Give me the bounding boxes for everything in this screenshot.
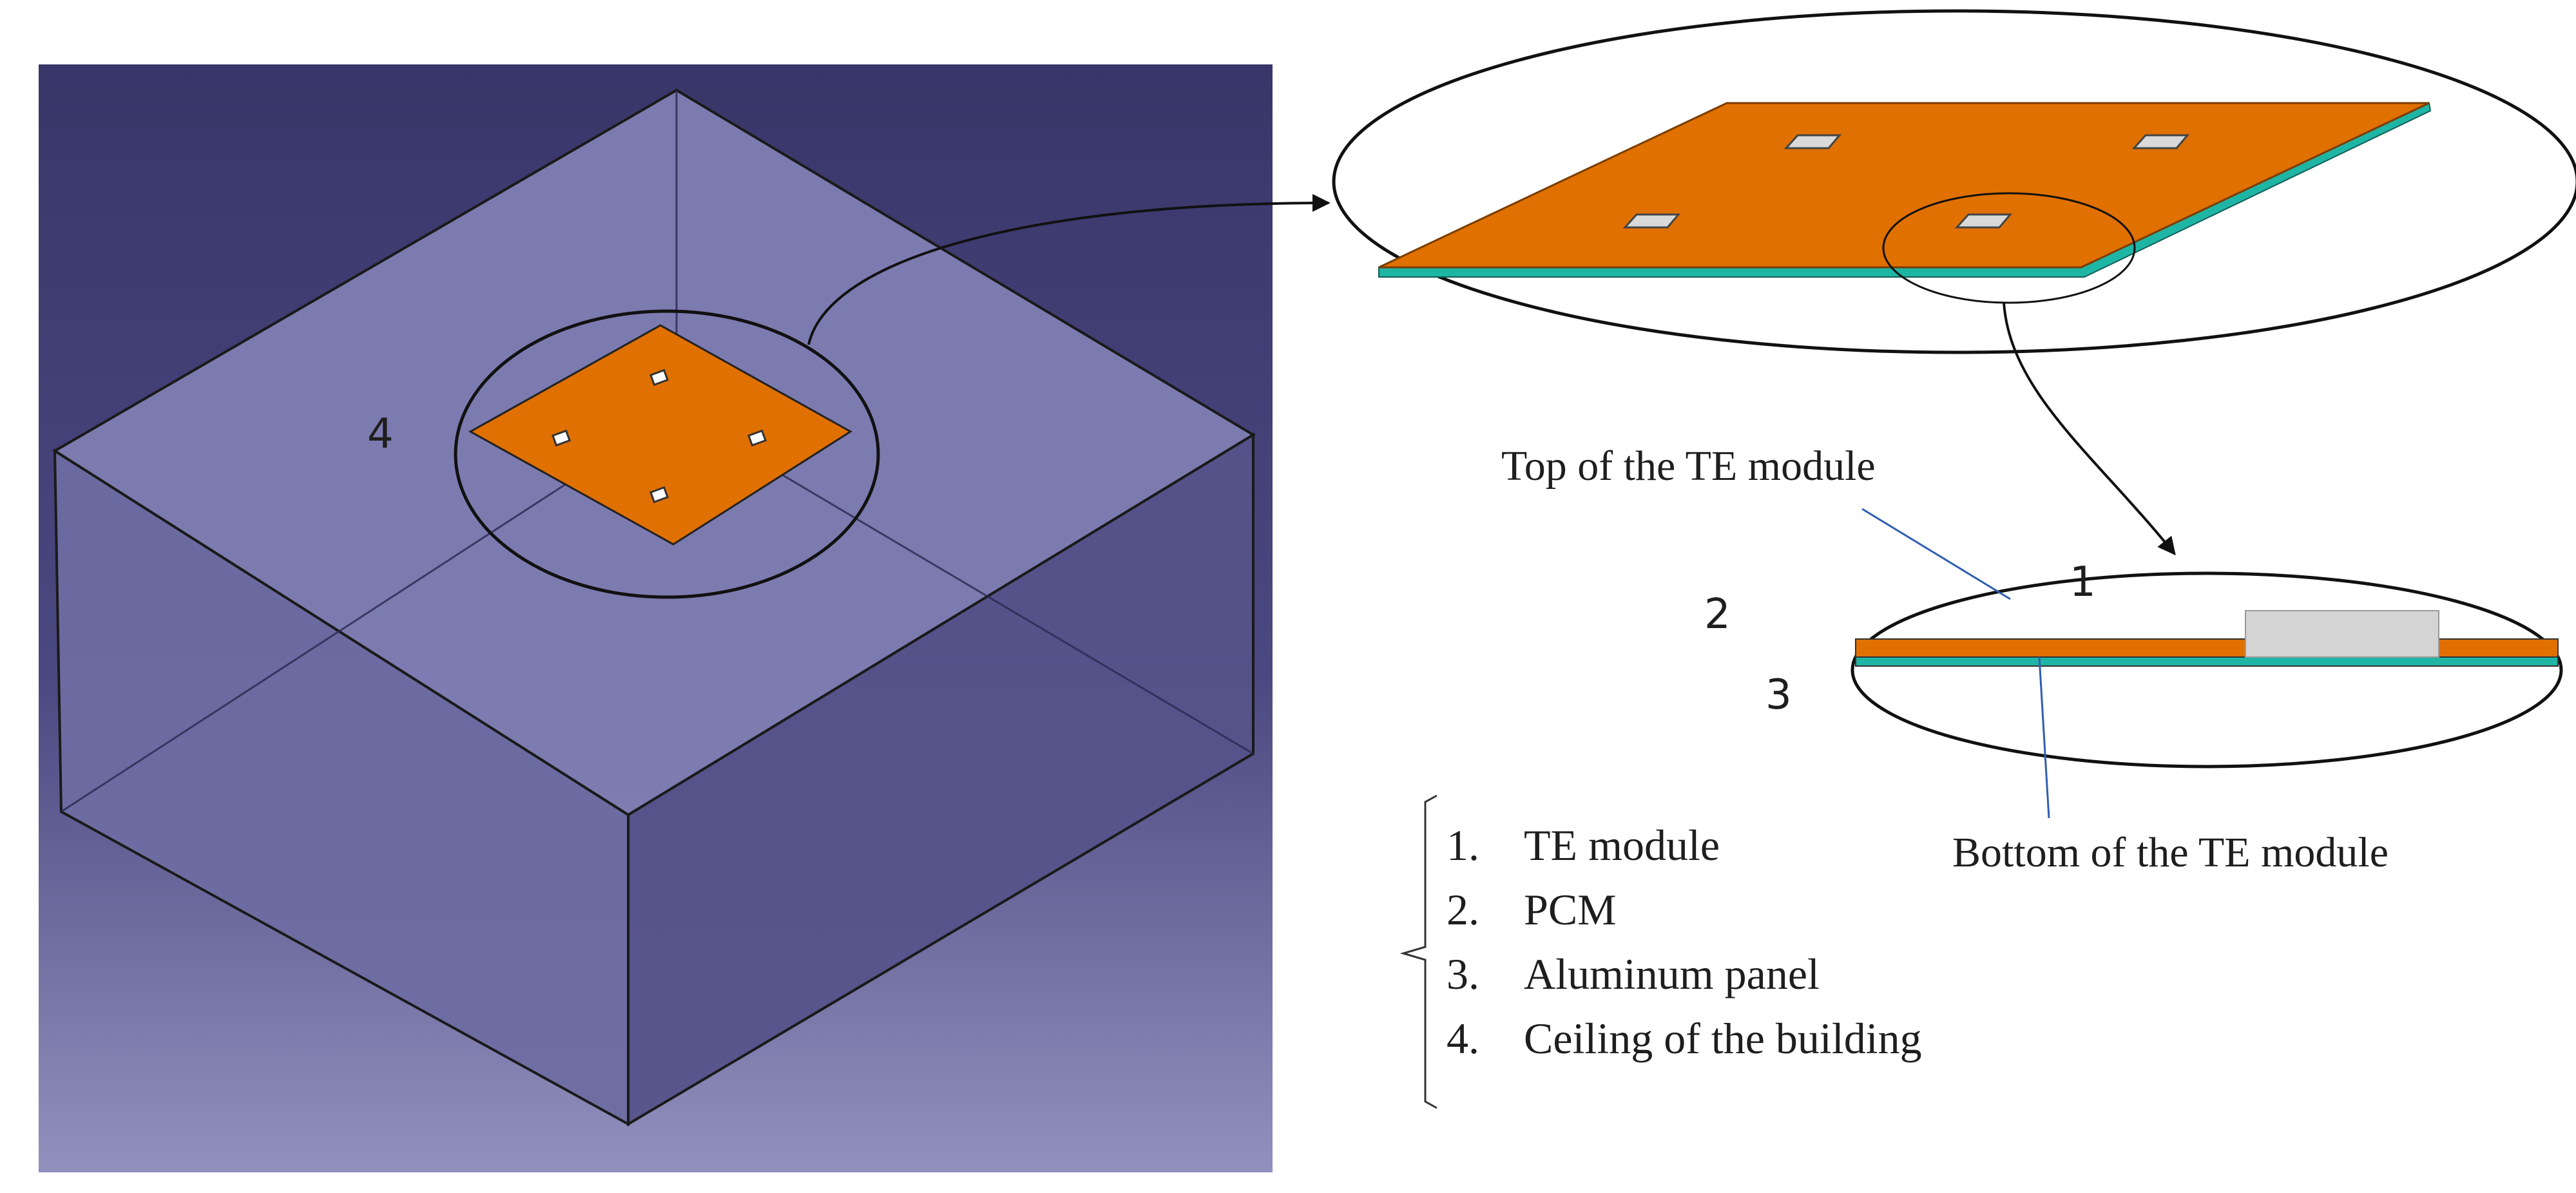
label-te-number: 1 <box>2070 558 2096 606</box>
legend-label: Aluminum panel <box>1524 950 1820 998</box>
section-te-module <box>2245 610 2439 658</box>
cross-section-view: 1 2 3 Top of the TE module Bottom of the… <box>1501 443 2563 876</box>
legend-number: 2. <box>1447 885 1479 934</box>
legend-number: 3. <box>1447 950 1479 998</box>
building-panel: 4 <box>39 64 1273 1172</box>
te-module-small <box>649 486 669 504</box>
plate-te-modules <box>1622 134 2190 229</box>
top-callout-label: Top of the TE module <box>1501 443 1876 490</box>
zoom-connector-arrow <box>807 194 1331 345</box>
legend-item: 2. PCM <box>1447 885 1617 934</box>
legend-label: Ceiling of the building <box>1524 1014 1922 1063</box>
label-pcm-number: 2 <box>1704 591 1731 638</box>
legend-label: TE module <box>1524 821 1720 870</box>
legend-item: 1. TE module <box>1447 821 1720 870</box>
ceiling-pcm-plate <box>468 324 852 546</box>
legend-brace <box>1399 794 1437 1109</box>
legend-item: 4. Ceiling of the building <box>1447 1014 1922 1063</box>
te-module <box>1622 213 1681 229</box>
plate-detail-circle <box>1882 192 2136 304</box>
legend: 1. TE module 2. PCM 3. Aluminum panel 4.… <box>1399 794 1922 1109</box>
legend-number: 1. <box>1447 821 1479 870</box>
legend-label: PCM <box>1524 885 1617 934</box>
bottom-callout-label: Bottom of the TE module <box>1952 829 2389 876</box>
zoomed-plate-view <box>1332 9 2576 354</box>
label-aluminum-number: 3 <box>1765 671 1792 719</box>
te-module <box>2131 134 2190 149</box>
te-module-small <box>552 429 571 447</box>
legend-number: 4. <box>1447 1014 1479 1063</box>
section-connector-arrow <box>2003 302 2176 556</box>
te-module-small <box>649 368 669 387</box>
section-pcm-layer <box>1855 638 2559 658</box>
legend-item: 3. Aluminum panel <box>1447 950 1820 998</box>
te-module <box>1783 134 1842 149</box>
bottom-callout-leader <box>2038 656 2050 819</box>
ceiling-marker-label: 4 <box>367 410 394 458</box>
ceiling-highlight-circle <box>454 309 880 599</box>
section-ellipse <box>1850 571 2563 768</box>
section-aluminum-layer <box>1855 656 2559 667</box>
top-callout-leader <box>1861 508 2011 600</box>
te-module-small <box>747 429 767 447</box>
te-module <box>1954 213 2013 229</box>
ceiling-te-modules <box>552 368 767 504</box>
